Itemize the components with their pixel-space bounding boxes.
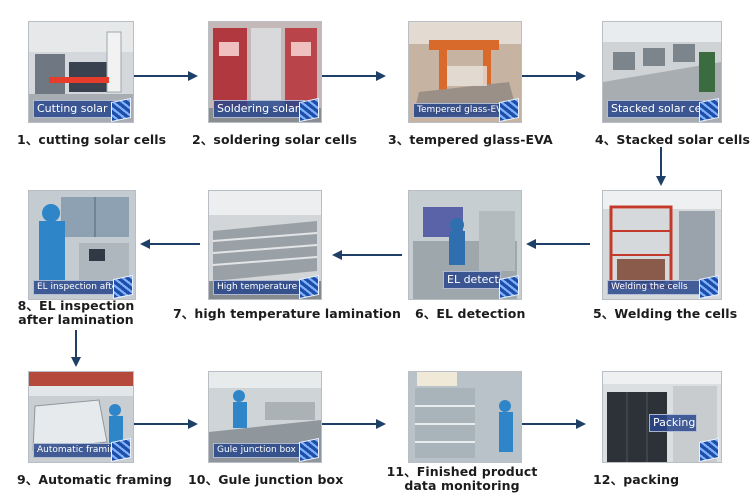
step-4-caption: Stacked solar cells <box>607 100 705 118</box>
step-10-caption: Gule junction box <box>213 443 305 458</box>
step-9-photo: Automatic framing <box>28 371 134 463</box>
step-7-label: 7、high temperature lamination <box>173 306 401 321</box>
step-10-label: 10、Gule junction box <box>188 472 344 487</box>
step-2-photo: Soldering solar cells <box>208 21 322 123</box>
step-6-caption: EL detection <box>443 271 501 289</box>
step-8-label-line2: after lamination <box>18 312 134 327</box>
step-6-label: 6、EL detection <box>415 306 526 321</box>
step-12-label: 12、packing <box>593 472 680 487</box>
solar-panel-icon <box>111 97 131 122</box>
solar-panel-icon <box>111 437 131 462</box>
solar-panel-icon <box>113 274 133 299</box>
step-3-label: 3、tempered glass-EVA <box>388 132 553 147</box>
step-9-caption: Automatic framing <box>33 443 117 458</box>
solar-panel-icon <box>299 274 319 299</box>
solar-panel-icon <box>299 97 319 122</box>
step-4-label: 4、Stacked solar cells <box>595 132 750 147</box>
step-11-label-line1: 11、Finished product <box>386 464 538 479</box>
step-8-label-line1: 8、EL inspection <box>17 298 135 313</box>
step-10-photo: Gule junction box <box>208 371 322 463</box>
solar-panel-icon <box>699 437 719 462</box>
step-8-photo: EL inspection after lamination <box>28 190 136 300</box>
step-9-label: 9、Automatic framing <box>17 472 172 487</box>
step-11-photo <box>408 371 522 463</box>
step-11-label-line2: data monitoring <box>404 478 520 493</box>
step-3-caption: Tempered glass-EVA <box>413 103 505 118</box>
step-7-caption: High temperature lamination <box>213 280 305 295</box>
solar-panel-icon <box>499 97 519 122</box>
step-7-photo: High temperature lamination <box>208 190 322 300</box>
step-4-photo: Stacked solar cells <box>602 21 722 123</box>
step-2-label: 2、soldering solar cells <box>192 132 358 147</box>
step-6-photo: EL detection <box>408 190 522 300</box>
step-1-photo: Cutting solar cells <box>28 21 134 123</box>
step-1-caption: Cutting solar cells <box>33 100 117 118</box>
solar-panel-icon <box>299 437 319 462</box>
step-12-caption: Packing <box>649 414 697 432</box>
step-1-label: 1、cutting solar cells <box>17 132 167 147</box>
solar-panel-icon <box>499 274 519 299</box>
step-8-caption: EL inspection after lamination <box>33 280 119 295</box>
solar-panel-icon <box>699 274 719 299</box>
step-11-label: 11、Finished product data monitoring <box>384 465 540 493</box>
step-5-photo: Welding the cells <box>602 190 722 300</box>
step-5-caption: Welding the cells <box>607 280 705 295</box>
step-3-photo: Tempered glass-EVA <box>408 21 522 123</box>
step-12-photo: Packing <box>602 371 722 463</box>
step-5-label: 5、Welding the cells <box>593 306 738 321</box>
solar-panel-icon <box>699 97 719 122</box>
step-8-label: 8、EL inspection after lamination <box>14 299 138 327</box>
step-2-caption: Soldering solar cells <box>213 100 305 118</box>
